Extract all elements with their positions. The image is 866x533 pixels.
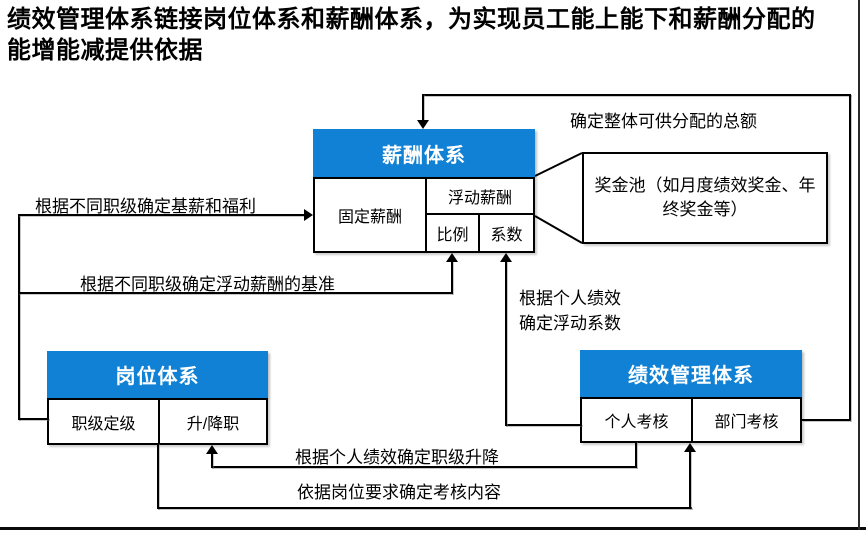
position-box-cells: 职级定级 升/降职 xyxy=(47,398,268,445)
cell-grade-setting: 职级定级 xyxy=(49,400,160,443)
performance-box-cells: 个人考核 部门考核 xyxy=(580,397,802,443)
arrow-down-icon xyxy=(417,120,429,129)
connector-individual-down xyxy=(635,441,637,468)
bonus-pool-box: 奖金池（如月度绩效奖金、年 终奖金等） xyxy=(582,152,828,244)
position-box-header: 岗位体系 xyxy=(47,351,268,398)
compensation-box-header: 薪酬体系 xyxy=(313,129,535,177)
label-base-salary: 根据不同职级确定基薪和福利 xyxy=(35,197,256,216)
cell-floating-salary: 浮动薪酬 xyxy=(427,179,533,215)
connector-into-position-box xyxy=(18,418,49,420)
arrow-up-performance-icon xyxy=(684,443,696,452)
cell-ratio: 比例 xyxy=(427,215,480,251)
label-assessment-content: 依据岗位要求确定考核内容 xyxy=(297,483,501,502)
cell-department-assessment: 部门考核 xyxy=(714,414,779,431)
connector-top-horizontal xyxy=(422,94,851,96)
cell-individual-assessment: 个人考核 xyxy=(582,399,693,441)
page-title-line2: 能增能减提供依据 xyxy=(7,37,203,64)
connector-assessment-line xyxy=(157,507,692,509)
compensation-right-column: 浮动薪酬 比例 系数 xyxy=(427,179,533,251)
label-personal-perf-line1: 根据个人绩效 xyxy=(519,289,621,308)
label-grade-change: 根据个人绩效确定职级升降 xyxy=(295,448,499,467)
connector-into-ratio xyxy=(451,261,453,294)
slide-bottom-edge xyxy=(0,527,866,530)
connector-into-promotion xyxy=(211,453,213,468)
connector-position-down xyxy=(157,443,159,509)
connector-into-compensation-top xyxy=(422,94,424,122)
cell-coefficient: 系数 xyxy=(490,227,523,244)
connector-floating-base-line xyxy=(18,292,452,294)
label-floating-base: 根据不同职级确定浮动薪酬的基准 xyxy=(80,275,335,294)
arrow-up-promotion-icon xyxy=(206,445,218,454)
arrow-up-ratio-icon xyxy=(446,253,458,262)
connector-right-vertical xyxy=(849,94,851,421)
compensation-ratio-row: 比例 系数 xyxy=(427,215,533,251)
connector-into-coefficient xyxy=(505,261,507,426)
page-title: 绩效管理体系链接岗位体系和薪酬体系，为实现员工能上能下和薪酬分配的 能增能减提供… xyxy=(7,4,863,66)
page-title-line1: 绩效管理体系链接岗位体系和薪酬体系，为实现员工能上能下和薪酬分配的 xyxy=(7,6,816,33)
connector-left-vertical xyxy=(18,214,20,420)
connector-department-stub xyxy=(802,419,850,421)
label-total-pool: 确定整体可供分配的总额 xyxy=(570,112,757,131)
compensation-box-cells: 固定薪酬 浮动薪酬 比例 系数 xyxy=(313,177,535,253)
connector-base-salary-line xyxy=(18,214,306,216)
label-personal-perf-line2: 确定浮动系数 xyxy=(519,314,621,333)
slide-right-edge xyxy=(858,0,860,530)
cell-promotion-demotion: 升/降职 xyxy=(186,415,240,433)
cell-fixed-salary: 固定薪酬 xyxy=(315,179,427,251)
arrow-up-coefficient-icon xyxy=(500,253,512,262)
connector-grade-change-line xyxy=(211,466,637,468)
bonus-pool-line1: 奖金池（如月度绩效奖金、年 xyxy=(594,176,816,195)
connector-into-performance-bottom xyxy=(689,451,691,509)
arrow-right-icon xyxy=(304,209,313,221)
performance-box-header: 绩效管理体系 xyxy=(580,350,802,397)
bonus-pool-line2: 终奖金等） xyxy=(662,200,748,219)
connector-perf-left-stub xyxy=(505,424,582,426)
